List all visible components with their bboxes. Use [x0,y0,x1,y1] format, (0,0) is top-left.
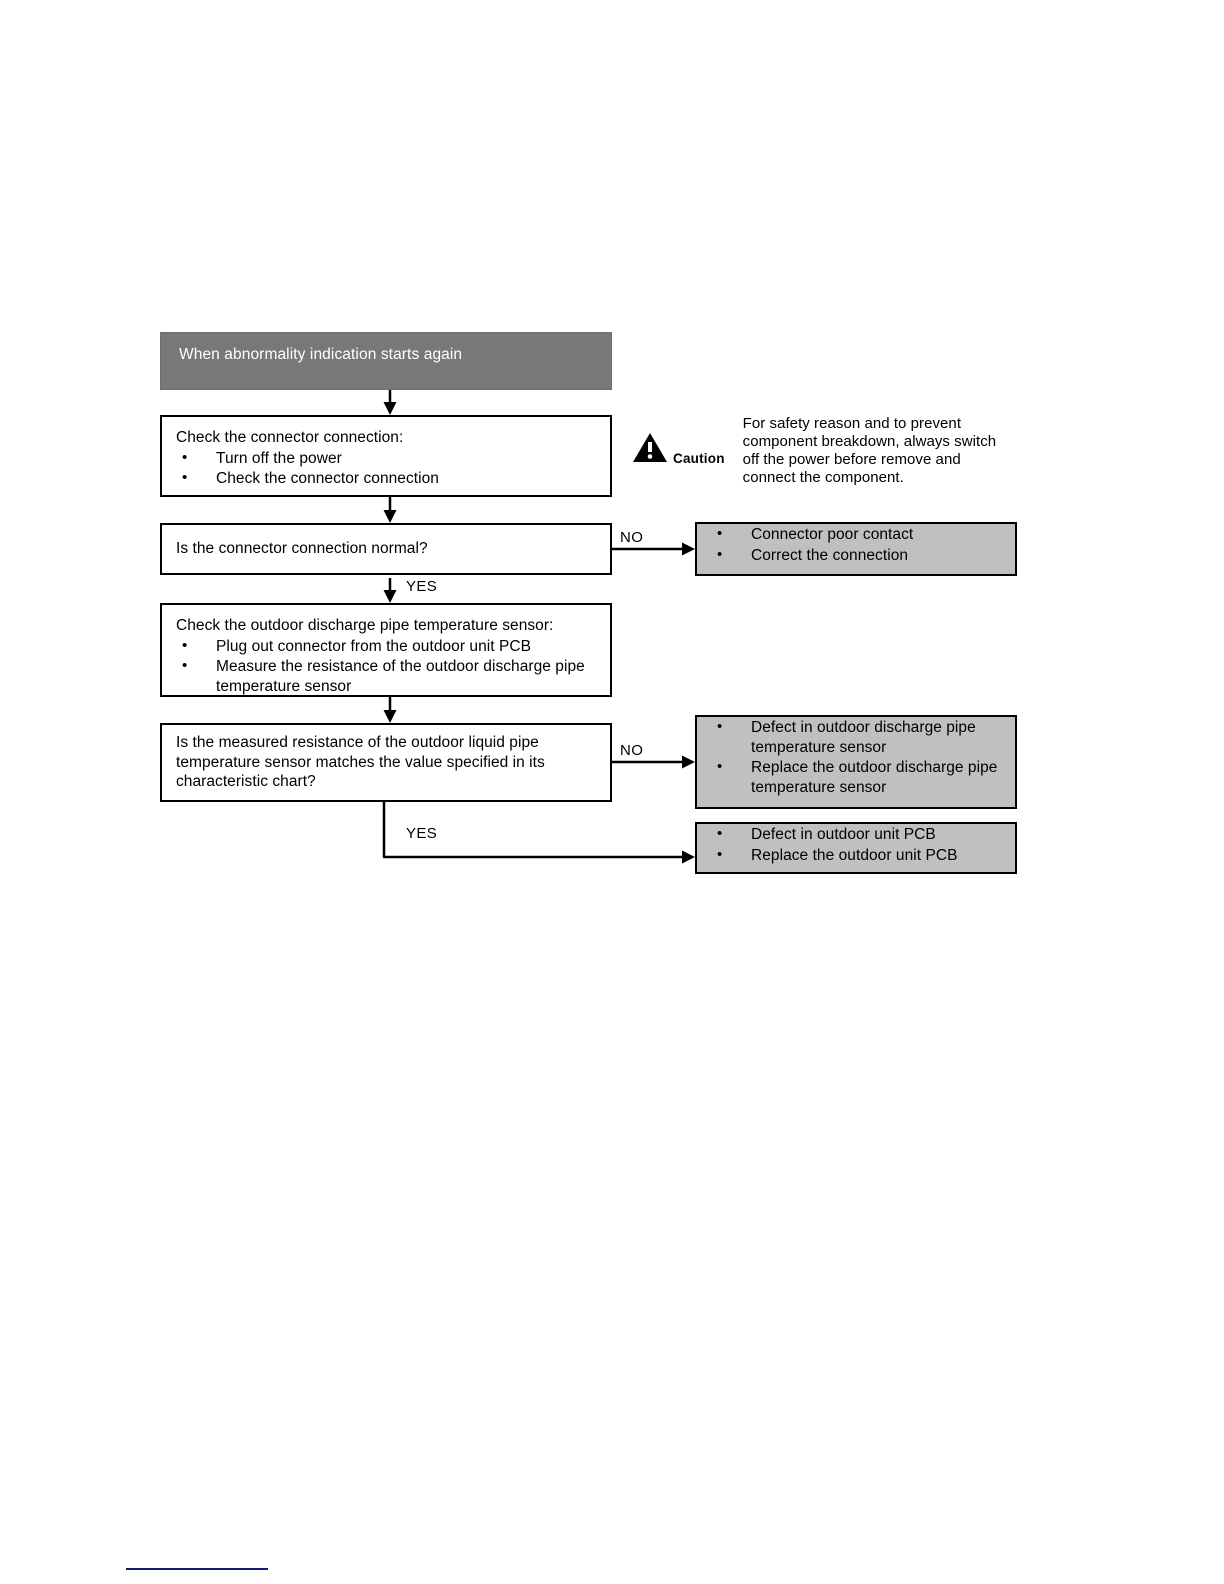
step-check-connector-bullets: Turn off the power Check the connector c… [162,448,610,489]
list-item: Replace the outdoor discharge pipe tempe… [697,757,1015,797]
result-pcb-defect-bullets: Defect in outdoor unit PCB Replace the o… [697,824,1015,866]
decision-resistance-matches-box: Is the measured resistance of the outdoo… [160,723,612,802]
branch-label-no-2: NO [620,742,644,759]
list-item: Defect in outdoor unit PCB [697,824,1015,845]
list-item: Turn off the power [162,448,610,469]
list-item: Plug out connector from the outdoor unit… [162,636,610,657]
list-item: Replace the outdoor unit PCB [697,845,1015,866]
caution-icon-group: Caution [632,415,725,466]
branch-label-yes-1: YES [406,578,438,595]
branch-label-yes-2: YES [406,825,438,842]
step-check-sensor-bullets: Plug out connector from the outdoor unit… [162,636,610,697]
caution-note: Caution For safety reason and to prevent… [632,415,1012,487]
list-item: Defect in outdoor discharge pipe tempera… [697,717,1015,757]
step-check-connector-title: Check the connector connection: [176,429,404,446]
result-connector-poor-contact-bullets: Connector poor contact Correct the conne… [697,524,1015,566]
flow-header-label: When abnormality indication starts again [179,346,463,363]
result-sensor-defect-bullets: Defect in outdoor discharge pipe tempera… [697,717,1015,797]
decision-resistance-matches-question: Is the measured resistance of the outdoo… [176,734,545,791]
list-item: Check the connector connection [162,468,610,489]
result-pcb-defect-box: Defect in outdoor unit PCB Replace the o… [695,822,1017,874]
decision-connector-normal-box: Is the connector connection normal? [160,523,612,575]
step-check-sensor-box: Check the outdoor discharge pipe tempera… [160,603,612,697]
list-item: Connector poor contact [697,524,1015,545]
caution-label: Caution [673,451,725,466]
flow-header-box: When abnormality indication starts again [160,332,612,390]
result-connector-poor-contact-box: Connector poor contact Correct the conne… [695,522,1017,576]
caution-text: For safety reason and to prevent compone… [742,415,997,486]
footer-rule [126,1568,268,1570]
result-sensor-defect-box: Defect in outdoor discharge pipe tempera… [695,715,1017,809]
warning-triangle-icon [632,432,668,463]
step-check-sensor-title: Check the outdoor discharge pipe tempera… [176,617,554,634]
step-check-connector-box: Check the connector connection: Turn off… [160,415,612,497]
branch-label-no-1: NO [620,529,644,546]
decision-connector-normal-question: Is the connector connection normal? [176,540,428,558]
list-item: Correct the connection [697,545,1015,566]
list-item: Measure the resistance of the outdoor di… [162,656,610,696]
